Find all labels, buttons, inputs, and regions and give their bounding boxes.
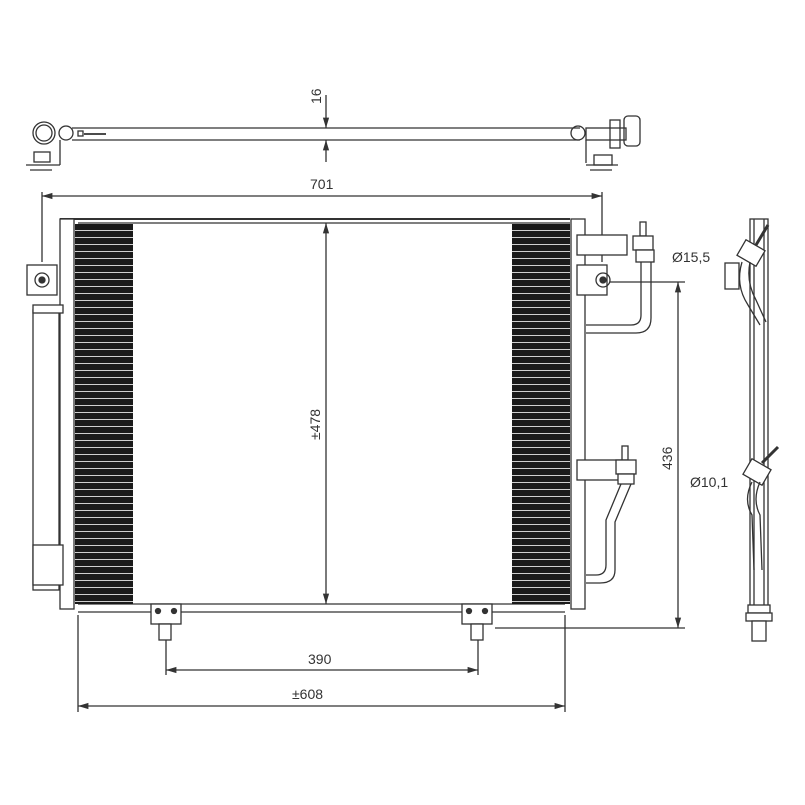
dim-outlet-diameter: Ø10,1 xyxy=(690,474,728,490)
outlet-pipe xyxy=(586,445,637,584)
mount-left xyxy=(150,603,182,641)
dim-overall-width: 701 xyxy=(310,176,334,192)
dim-port-spacing: 436 xyxy=(659,446,675,470)
fin-block-left xyxy=(75,224,133,604)
dim-mount-spacing: 390 xyxy=(308,651,332,667)
inlet-pipe xyxy=(586,221,655,334)
front-view xyxy=(26,218,628,613)
top-view xyxy=(26,95,641,171)
dim-core-height: ±478 xyxy=(307,409,323,440)
fin-block-right xyxy=(512,224,570,604)
dim-top-thickness: 16 xyxy=(308,88,324,104)
mount-right xyxy=(461,603,493,641)
dim-inlet-diameter: Ø15,5 xyxy=(672,249,710,265)
side-view xyxy=(724,218,780,642)
dim-core-width: ±608 xyxy=(292,686,323,702)
